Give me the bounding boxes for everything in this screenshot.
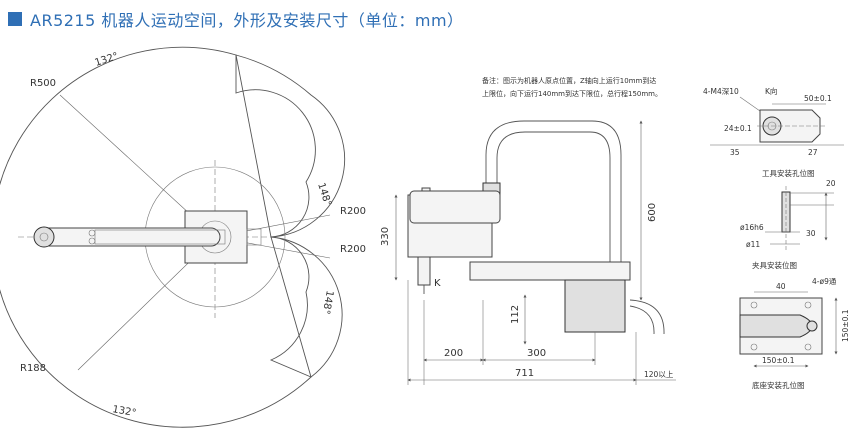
- workspace-view: R500 R200 R200 R188 132° 148° 148° 132°: [0, 46, 366, 428]
- base-d150v: 150±0.1: [841, 309, 850, 342]
- dim-120: 120以上: [644, 370, 674, 379]
- fixture-d30: 30: [806, 229, 816, 238]
- title-marker-icon: [8, 12, 22, 26]
- tool-mount-view: 4-M4深10 K向 50±0.1 24±0.1 35 27 工具安装孔位图: [703, 86, 844, 178]
- label-r500: R500: [30, 78, 56, 89]
- side-arm-2: [469, 261, 631, 281]
- label-angle-right-lower: 148°: [320, 289, 335, 315]
- base-d150h: 150±0.1: [762, 356, 795, 365]
- cable-arch: [485, 120, 622, 278]
- dim-300: 300: [527, 348, 546, 359]
- tool-d27: 27: [808, 148, 818, 157]
- fixture-d11: ø11: [746, 240, 760, 249]
- arm-end-circle: [33, 226, 55, 248]
- page-title: AR5215 机器人运动空间，外形及安装尺寸（单位：mm）: [30, 11, 464, 30]
- tool-d24: 24±0.1: [724, 124, 752, 133]
- label-r200-top: R200: [340, 206, 366, 217]
- base-mount-view: 4-ø9通 40 150±0.1 150±0.1 底座安装孔位图: [739, 276, 850, 390]
- dim-711: 711: [515, 368, 534, 379]
- title-bar: AR5215 机器人运动空间，外形及安装尺寸（单位：mm）: [8, 6, 464, 32]
- fixture-d16: ø16h6: [740, 223, 764, 232]
- tool-caption: 工具安装孔位图: [762, 168, 815, 178]
- robot-arm-1: [39, 227, 221, 247]
- side-motor-box: [564, 279, 626, 333]
- workspace-region: [0, 46, 312, 428]
- label-angle-bottom: 132°: [111, 404, 137, 419]
- dim-112: 112: [510, 305, 521, 324]
- label-angle-right-upper: 148°: [315, 182, 333, 208]
- dim-200: 200: [444, 348, 463, 359]
- tool-label-m4: 4-M4深10: [703, 87, 739, 96]
- lower-lobe: [269, 236, 343, 378]
- side-view: 备注：图示为机器人原点位置，Z轴向上运行10mm到达 上限位，向下运行140mm…: [380, 76, 676, 385]
- dim-600: 600: [647, 203, 658, 222]
- dim-k: K: [434, 278, 441, 289]
- dim-330: 330: [380, 227, 391, 246]
- upper-lobe: [235, 54, 345, 238]
- side-note-line2: 上限位，向下运行140mm到达下限位，总行程150mm。: [482, 89, 662, 98]
- tool-d50: 50±0.1: [804, 94, 832, 103]
- label-r188: R188: [20, 363, 46, 374]
- fixture-view: 20 ø16h6 30 ø11 夹具安装位图: [740, 179, 836, 270]
- fixture-d20: 20: [826, 179, 836, 188]
- label-angle-top: 132°: [94, 51, 120, 69]
- tool-label-kview: K向: [765, 86, 777, 96]
- base-caption: 底座安装孔位图: [752, 380, 805, 390]
- label-r200-bottom: R200: [340, 244, 366, 255]
- side-arm-1: [409, 190, 501, 224]
- fixture-caption: 夹具安装位图: [752, 260, 797, 270]
- base-d40: 40: [776, 282, 786, 291]
- side-note-line1: 备注：图示为机器人原点位置，Z轴向上运行10mm到达: [482, 76, 656, 85]
- base-d9: 4-ø9通: [812, 276, 837, 286]
- tool-d35: 35: [730, 148, 740, 157]
